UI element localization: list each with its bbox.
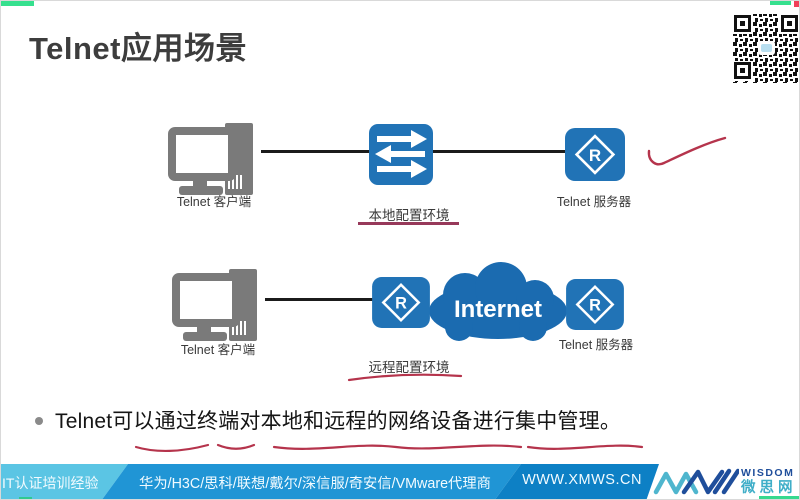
link-line-local-1 xyxy=(261,150,371,153)
red-corner-accent xyxy=(794,1,799,7)
label-remote-server: Telnet 服务器 xyxy=(558,338,634,352)
green-accent-bar-left xyxy=(1,1,34,6)
red-check-annotation xyxy=(641,131,733,178)
logo-text-block: WISDOM 微思网 xyxy=(741,468,797,495)
green-accent-bar-right xyxy=(770,1,791,5)
footer-bar xyxy=(1,464,799,499)
qr-finder-top-left xyxy=(733,14,753,34)
router-icon-local-server: R xyxy=(564,127,626,187)
footer-website-link[interactable]: WWW.XMWS.CN xyxy=(522,472,642,488)
local-caption-underline-annotation xyxy=(358,222,459,225)
logo-en-text: WISDOM xyxy=(741,467,795,479)
bullet-dot xyxy=(35,417,43,425)
label-local-server: Telnet 服务器 xyxy=(556,195,632,209)
link-line-local-2 xyxy=(431,150,567,153)
page-title: Telnet应用场景 xyxy=(29,31,247,66)
bottom-left-teal-chip xyxy=(19,497,32,499)
bullet-text: Telnet可以通过终端对本地和远程的网络设备进行集中管理。 xyxy=(55,410,622,433)
qr-finder-top-right xyxy=(779,14,799,34)
qr-code xyxy=(733,12,799,85)
footer-vendors-text: 华为/H3C/思科/联想/戴尔/深信服/奇安信/VMware代理商 xyxy=(139,476,491,492)
qr-finder-bottom-left xyxy=(733,61,753,81)
remote-caption-underline-annotation xyxy=(347,370,465,388)
label-local-client: Telnet 客户端 xyxy=(176,195,252,209)
switch-icon xyxy=(367,122,435,192)
router-icon-remote-edge: R xyxy=(371,276,431,334)
internet-label: Internet xyxy=(454,296,542,323)
internet-cloud: Internet xyxy=(427,261,569,358)
caption-remote: 远程配置环境 xyxy=(368,360,450,375)
router-letter: R xyxy=(589,146,601,165)
router-icon-remote-server: R xyxy=(565,278,625,336)
wisdom-logo-icon xyxy=(653,467,741,499)
logo-cn-text: 微思网 xyxy=(741,479,797,496)
link-line-remote-1 xyxy=(265,298,377,301)
pc-icon-remote-client xyxy=(171,267,267,352)
pc-icon-local-client xyxy=(167,121,263,206)
router-letter: R xyxy=(395,295,407,313)
bullet-wavy-underline-annotation xyxy=(126,437,656,462)
footer-experience-text: IT认证培训经验 xyxy=(2,475,99,491)
logo-green-underline xyxy=(759,496,799,499)
bullet-row: Telnet可以通过终端对本地和远程的网络设备进行集中管理。 xyxy=(35,405,775,435)
label-remote-client: Telnet 客户端 xyxy=(180,343,256,357)
router-letter: R xyxy=(589,297,601,315)
caption-local: 本地配置环境 xyxy=(368,208,450,223)
